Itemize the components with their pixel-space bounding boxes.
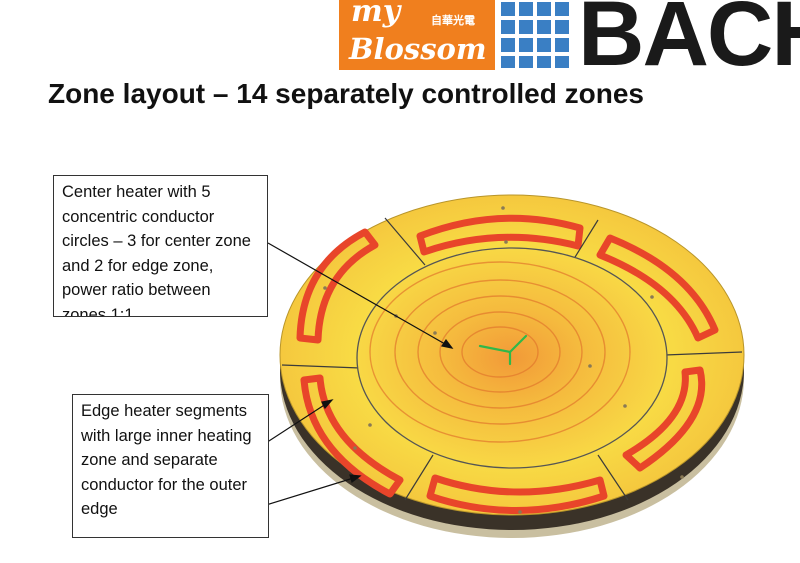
center-heater-callout: Center heater with 5 concentric conducto… xyxy=(53,175,268,317)
bach-grid-logo-icon xyxy=(501,2,569,68)
edge-segment-top-left xyxy=(296,228,379,344)
center-zone-surface xyxy=(356,247,668,469)
edge-segment-bottom xyxy=(426,474,608,514)
segment-dividers xyxy=(281,217,743,501)
center-heater-conductors xyxy=(369,261,631,443)
bach-logo-text: BACH xyxy=(578,0,800,85)
edge-segment-right xyxy=(622,366,706,472)
logo-my-text: my xyxy=(351,0,401,29)
myblossom-logo: my 自華光電 Blossom xyxy=(339,0,495,70)
logo-chinese-text: 自華光電 xyxy=(431,15,475,27)
edge-segment-top-right xyxy=(596,234,719,342)
edge-heater-callout: Edge heater segments with large inner he… xyxy=(72,394,269,538)
page-title: Zone layout – 14 separately controlled z… xyxy=(48,78,644,109)
edge-segment-top xyxy=(416,214,584,256)
axis-triad-icon xyxy=(478,334,528,366)
logo-blossom-text: Blossom xyxy=(349,32,487,66)
